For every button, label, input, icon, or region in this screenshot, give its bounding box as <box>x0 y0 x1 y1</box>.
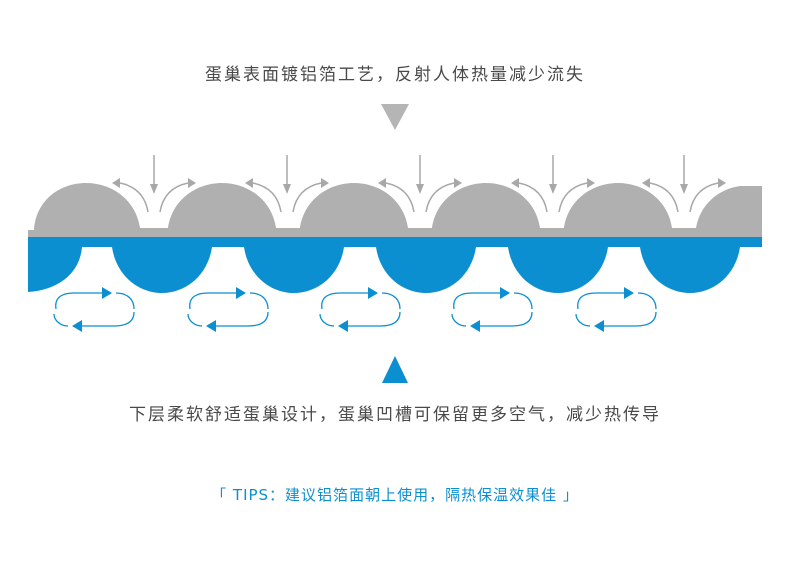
air-circulation-icon <box>451 287 533 332</box>
tips-open-bracket: 「 <box>211 486 228 504</box>
tips-close-bracket: 」 <box>562 486 579 504</box>
air-circulation-icon <box>187 287 269 332</box>
down-arrow-icon <box>381 104 409 130</box>
air-circulation-icon <box>575 287 657 332</box>
air-circulation-icon <box>319 287 401 332</box>
tips-text: TIPS：建议铝箔面朝上使用，隔热保温效果佳 <box>227 486 563 504</box>
foil-layer <box>28 183 762 242</box>
air-circulation-icon <box>53 287 135 332</box>
heat-reflect-arrow-icon <box>112 155 196 213</box>
tips-line: 「 TIPS：建议铝箔面朝上使用，隔热保温效果佳 」 <box>0 484 790 505</box>
heat-reflect-arrow-icon <box>378 155 462 213</box>
air-circulation-loops <box>53 287 657 332</box>
up-arrow-icon <box>382 356 408 383</box>
heat-reflect-arrows <box>112 155 726 213</box>
bottom-caption: 下层柔软舒适蛋巢设计，蛋巢凹槽可保留更多空气，减少热传导 <box>129 405 661 425</box>
heat-reflect-arrow-icon <box>245 155 329 213</box>
heat-reflect-arrow-icon <box>642 155 726 213</box>
top-caption: 蛋巢表面镀铝箔工艺，反射人体热量减少流失 <box>205 65 585 85</box>
heat-reflect-arrow-icon <box>511 155 595 213</box>
foam-layer <box>28 237 762 293</box>
